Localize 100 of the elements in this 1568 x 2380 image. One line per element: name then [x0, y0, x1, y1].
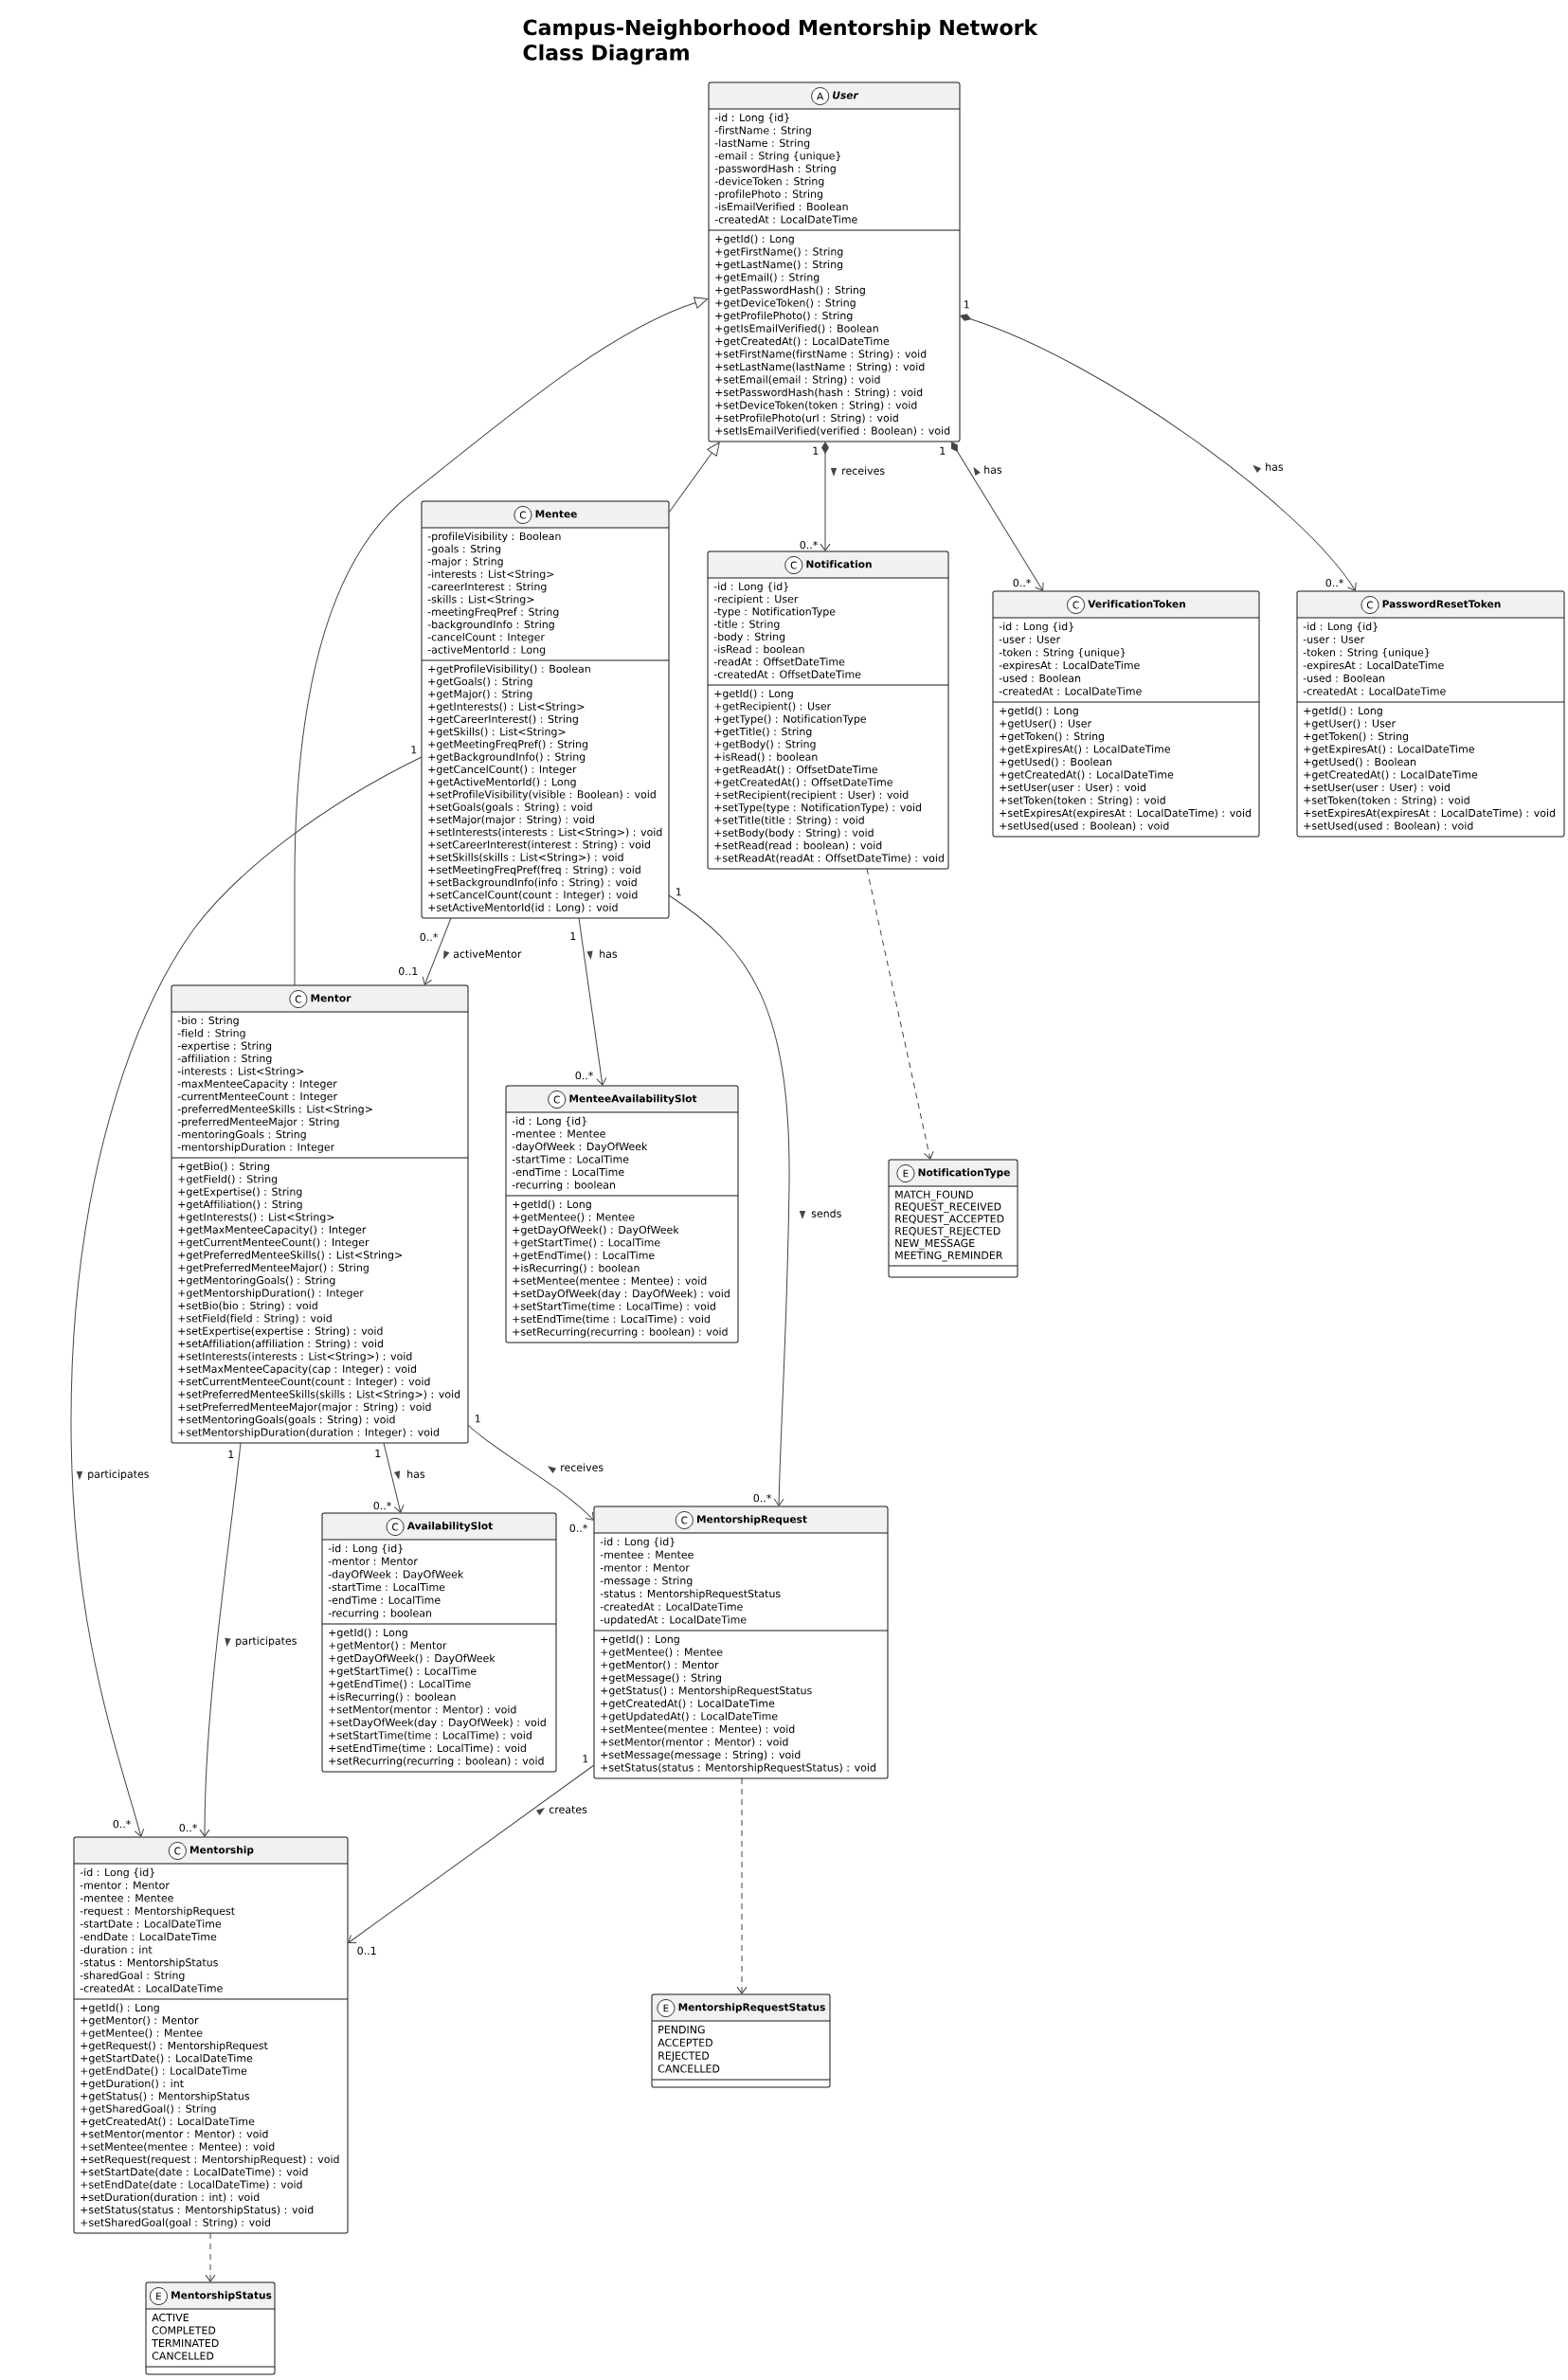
enum-value: CANCELLED — [152, 2352, 214, 2360]
method: +isRecurring() : boolean — [513, 1263, 640, 1274]
attribute: -user : User — [999, 635, 1061, 643]
method: +getMajor() : String — [428, 690, 532, 700]
method: +setMentee(mentee : Mentee) : void — [601, 1724, 795, 1735]
method: +getEndTime() : LocalTime — [513, 1251, 655, 1262]
method: +setCareerInterest(interest : String) : void — [428, 840, 650, 851]
attribute: -isRead : boolean — [713, 644, 804, 654]
dependency-arrow — [866, 868, 934, 1160]
method: +setInterests(interests : List<String>) : void — [428, 827, 662, 838]
attribute: -createdAt : LocalDateTime — [80, 1984, 223, 1992]
composition-arrow — [820, 442, 831, 551]
method: +getToken() : String — [1000, 731, 1105, 743]
method: +getInterests() : List<String> — [178, 1213, 334, 1223]
method: +setSharedGoal(goal : String) : void — [81, 2218, 270, 2228]
enum-value: CANCELLED — [658, 2064, 720, 2073]
method: +getCreatedAt() : LocalDateTime — [81, 2117, 255, 2128]
circled-letter: C — [1067, 596, 1085, 614]
method: +getMentee() : Mentee — [81, 2028, 203, 2039]
method: +setReadAt(readAt : OffsetDateTime) : void — [714, 854, 944, 863]
class-name: VerificationToken — [1088, 600, 1185, 608]
attribute: -message : String — [600, 1576, 693, 1587]
method: +getDayOfWeek() : DayOfWeek — [329, 1653, 496, 1665]
circled-letter: C — [1361, 596, 1379, 614]
method: +setUser(user : User) : void — [1304, 783, 1450, 793]
method: +setPreferredMenteeSkills(skills : List<String>) : void — [178, 1390, 460, 1400]
attribute: -id : Long {id} — [1303, 622, 1378, 633]
method: +getId() : Long — [329, 1628, 407, 1639]
method: +getLastName() : String — [715, 260, 843, 271]
method: +setStartDate(date : LocalDateTime) : void — [81, 2167, 308, 2177]
method: +getMessage() : String — [601, 1673, 721, 1684]
method: +getSkills() : List<String> — [428, 727, 566, 738]
association-arrow — [467, 1424, 594, 1521]
dependency-arrow — [736, 1777, 748, 1994]
method: +getStartTime() : LocalTime — [329, 1667, 477, 1677]
enum-value: REJECTED — [658, 2051, 710, 2062]
method: +setMajor(major : String) : void — [428, 815, 594, 826]
enum-value: REQUEST_ACCEPTED — [895, 1215, 1004, 1225]
multiplicity: 0..* — [113, 1820, 131, 1829]
method: +getId() : Long — [81, 2003, 159, 2014]
enum-value: REQUEST_RECEIVED — [895, 1202, 1001, 1214]
method: +setMentor(mentor : Mentor) : void — [81, 2129, 268, 2139]
attribute: -id : Long {id} — [713, 582, 788, 593]
method: +getBio() : String — [178, 1162, 270, 1173]
method: +setToken(token : String) : void — [1000, 796, 1165, 806]
edge-label: participates — [86, 1469, 151, 1482]
direction-arrow — [1253, 464, 1262, 474]
attribute: -field : String — [177, 1028, 245, 1039]
direction-arrow — [830, 468, 838, 477]
attribute: -lastName : String — [714, 138, 810, 150]
attribute: -token : String {unique} — [999, 648, 1126, 658]
edge-label: activeMentor — [452, 948, 523, 959]
method: +getEndDate() : LocalDateTime — [81, 2066, 247, 2077]
method: +setMentor(mentor : Mentor) : void — [329, 1704, 516, 1715]
class-name: Notification — [806, 560, 872, 568]
attribute: -major : String — [427, 557, 503, 568]
attribute: -id : Long {id} — [328, 1543, 403, 1555]
attribute: -recipient : User — [713, 594, 799, 605]
attribute: -interests : List<String> — [427, 569, 554, 581]
circled-letter: C — [514, 506, 532, 524]
method: +setDuration(duration : int) : void — [81, 2192, 260, 2203]
attribute: -dayOfWeek : DayOfWeek — [328, 1570, 464, 1580]
edge-label: participates — [234, 1635, 298, 1649]
class-name: MenteeAvailabilitySlot — [569, 1094, 697, 1105]
method: +isRead() : boolean — [714, 752, 818, 763]
attribute: -status : MentorshipStatus — [80, 1957, 218, 1969]
method: +setGoals(goals : String) : void — [428, 802, 592, 813]
composition-arrow — [951, 442, 1044, 591]
method: +setExpiresAt(expiresAt : LocalDateTime) : void — [1000, 808, 1251, 820]
method: +setStartTime(time : LocalTime) : void — [329, 1731, 532, 1740]
enum-value: MATCH_FOUND — [895, 1190, 973, 1201]
enum-value: MEETING_REMINDER — [895, 1251, 1003, 1262]
attribute: -careerInterest : String — [427, 582, 547, 593]
method: +getTitle() : String — [714, 727, 812, 738]
class-name: User — [833, 91, 859, 99]
method: +getGoals() : String — [428, 676, 532, 688]
method: +getEmail() : String — [715, 273, 820, 283]
edge-label: receives — [559, 1462, 605, 1472]
attribute: -user : User — [1303, 635, 1365, 643]
method: +getEndTime() : LocalTime — [329, 1679, 471, 1690]
method: +getBackgroundInfo() : String — [428, 752, 586, 763]
method: +getMaxMenteeCapacity() : Integer — [178, 1225, 367, 1236]
method: +getUpdatedAt() : LocalDateTime — [601, 1711, 778, 1722]
attribute: -endTime : LocalTime — [328, 1596, 441, 1604]
method: +getId() : Long — [1000, 706, 1078, 717]
enum-value: PENDING — [658, 2026, 705, 2034]
method: +setRead(read : boolean) : void — [714, 840, 882, 851]
method: +setBody(body : String) : void — [714, 828, 874, 839]
attribute: -createdAt : LocalDateTime — [714, 215, 857, 224]
multiplicity: 0..* — [420, 932, 438, 942]
method: +getReadAt() : OffsetDateTime — [714, 765, 878, 776]
method: +getMentoringGoals() : String — [178, 1275, 335, 1287]
attribute: -firstName : String — [714, 126, 811, 136]
class-name: MentorshipRequestStatus — [678, 2003, 825, 2013]
attribute: -preferredMenteeSkills : List<String> — [177, 1105, 372, 1115]
attribute: -used : Boolean — [1303, 674, 1385, 682]
attribute: -dayOfWeek : DayOfWeek — [512, 1142, 648, 1153]
attribute: -startTime : LocalTime — [328, 1582, 445, 1592]
circled-letter: E — [150, 2287, 168, 2305]
method: +setRecurring(recurring : boolean) : void — [329, 1757, 544, 1767]
